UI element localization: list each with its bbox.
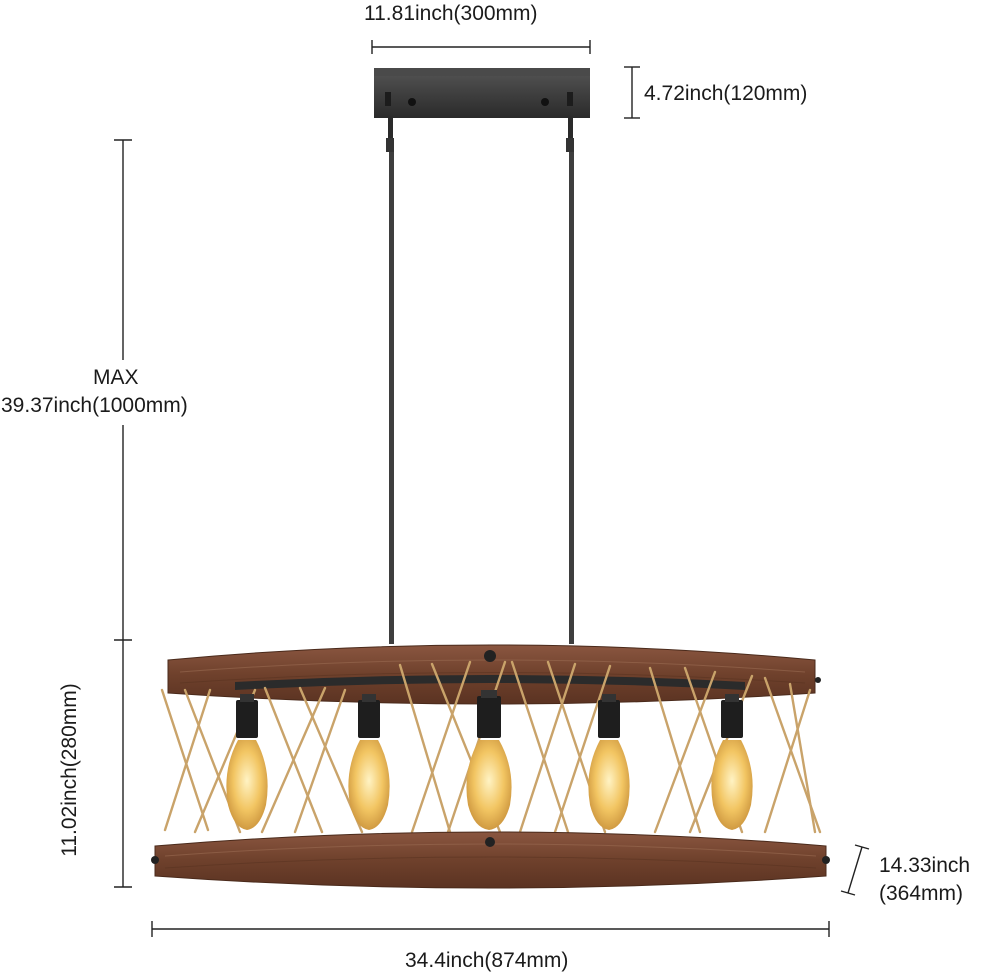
hanging-rods: [386, 116, 574, 644]
fixture-depth-label-line2: (364mm): [879, 882, 964, 905]
fixture-height-label: 11.02inch(280mm): [58, 683, 81, 857]
fixture-depth-dimension: [840, 844, 870, 896]
canopy-width-label: 11.81inch(300mm): [364, 2, 538, 25]
max-drop-dimension: [114, 139, 132, 641]
fixture-height-dimension: [114, 640, 132, 888]
fixture-depth-label-line1: 14.33inch: [879, 854, 971, 877]
fixture-length-dimension: [151, 921, 830, 937]
inner-bulb-bar: [235, 675, 745, 690]
bulb-2: [348, 694, 390, 830]
bulb-3: [466, 690, 512, 830]
bulb-5: [711, 694, 753, 830]
bulb-1: [226, 694, 268, 830]
max-drop-label-line2: 39.37inch(1000mm): [1, 394, 188, 417]
canopy-height-label: 4.72inch(120mm): [644, 82, 808, 105]
bottom-wood-ring: [151, 677, 830, 889]
bulb-4: [588, 694, 630, 830]
ceiling-canopy: [374, 68, 590, 118]
fixture-length-label: 34.4inch(874mm): [405, 949, 569, 972]
canopy-height-dimension: [624, 66, 640, 119]
max-drop-label-line1: MAX: [93, 366, 139, 389]
canopy-width-dimension: [371, 40, 591, 54]
